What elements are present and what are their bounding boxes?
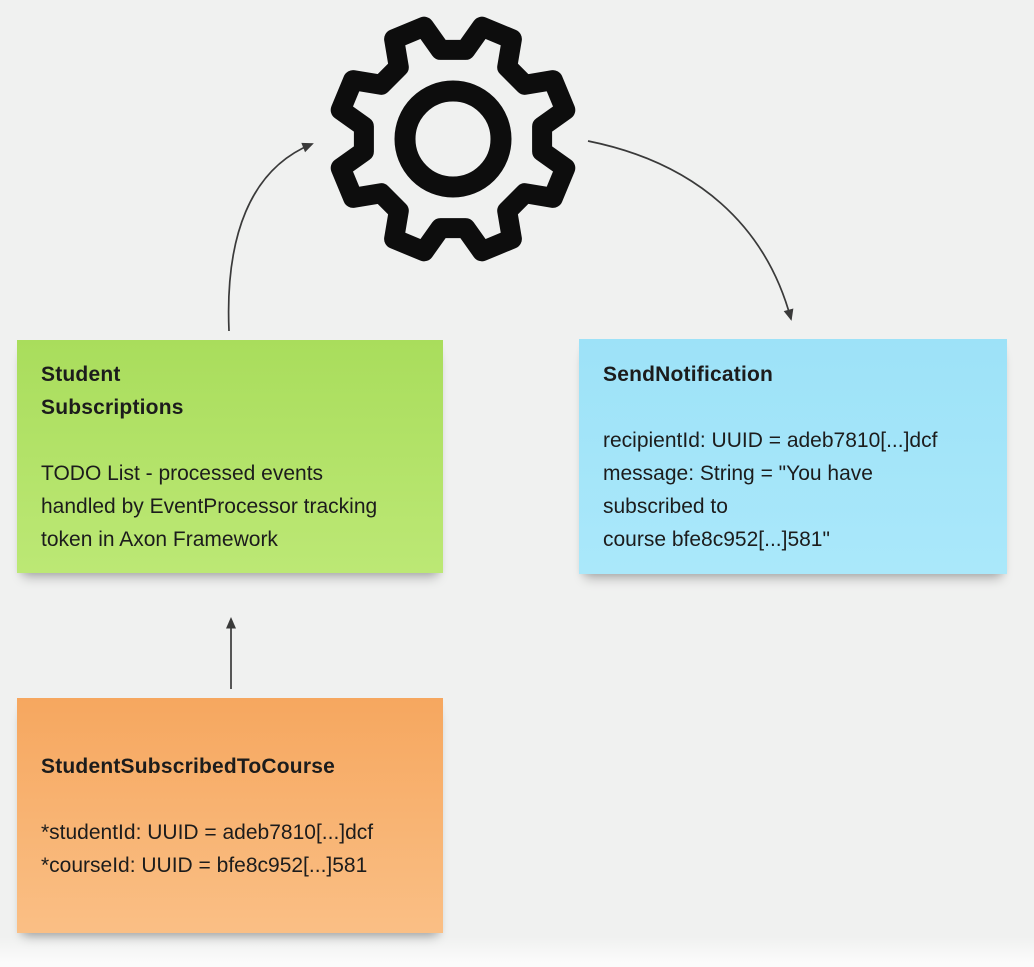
- note-body: TODO List - processed events handled by …: [41, 461, 378, 551]
- connector-processor-to-notification[interactable]: [587, 140, 794, 321]
- note-body: *studentId: UUID = adeb7810[...]dcf *cou…: [41, 820, 374, 877]
- sticky-note-student-subscriptions[interactable]: Student Subscriptions TODO List - proces…: [17, 340, 443, 573]
- gear-icon[interactable]: [330, 16, 576, 262]
- note-body: recipientId: UUID = adeb7810[...]dcf mes…: [603, 428, 938, 551]
- note-title: SendNotification: [603, 362, 774, 386]
- sticky-note-student-subscribed-to-course[interactable]: StudentSubscribedToCourse *studentId: UU…: [17, 698, 443, 933]
- note-title: Student Subscriptions: [41, 362, 184, 419]
- connector-subscriptions-to-processor[interactable]: [227, 142, 314, 332]
- note-title: StudentSubscribedToCourse: [41, 754, 335, 778]
- sticky-note-send-notification[interactable]: SendNotification recipientId: UUID = ade…: [579, 339, 1007, 574]
